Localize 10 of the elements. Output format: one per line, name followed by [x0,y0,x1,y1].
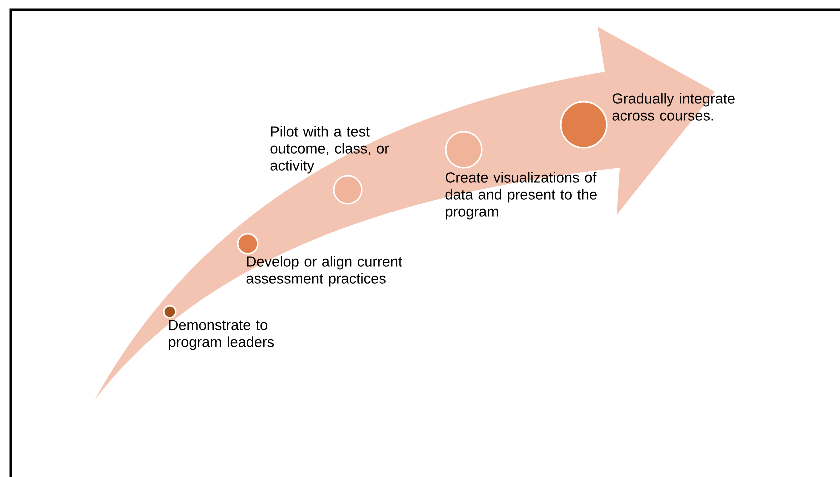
step-label: Develop or align current assessment practices [246,256,402,287]
step-label: Pilot with a test outcome, class, or activity [270,126,390,174]
step-label: Gradually integrate across courses. [612,93,735,121]
step-circle [237,233,259,255]
step-circle [560,101,608,149]
step-label: Demonstrate to program leaders [169,320,274,350]
step-circle [333,175,363,205]
step-circle [163,305,177,319]
step-circle [445,131,483,169]
step-label: Create visualizations of data and present to the program [446,172,597,220]
